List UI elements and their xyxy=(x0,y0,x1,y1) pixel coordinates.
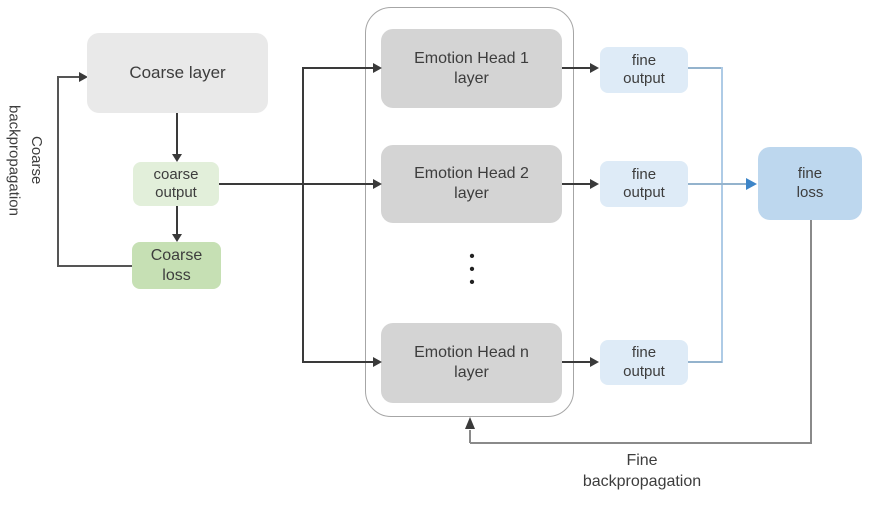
coarse-backprop-line-bottom xyxy=(57,265,133,267)
arrowhead-into-coarse-layer xyxy=(79,72,88,82)
line-coarse-output-to-loss xyxy=(176,206,178,234)
node-coarse-output: coarse output xyxy=(133,162,219,206)
node-fine-output-n: fine output xyxy=(600,340,688,385)
node-fine-loss: fine loss xyxy=(758,147,862,220)
arrowhead-into-coarse-loss xyxy=(172,234,182,242)
coarse-backpropagation-label: Coarse backpropagation xyxy=(5,104,46,216)
fine-backpropagation-label: Fine backpropagation xyxy=(582,452,702,491)
fine-backprop-line-up xyxy=(469,430,471,443)
merge-line-vertical xyxy=(721,67,723,363)
line-fine-output-n-merge xyxy=(688,361,722,363)
node-emotion-head-n: Emotion Head n layer xyxy=(381,323,562,403)
line-fine-output-2-to-loss xyxy=(688,183,746,185)
arrowhead-into-fine-output-1 xyxy=(590,63,599,73)
coarse-backprop-line-top xyxy=(57,76,79,78)
branch-line-to-head-1 xyxy=(302,67,373,69)
line-fine-output-1-merge xyxy=(688,67,722,69)
line-head-n-to-output xyxy=(562,361,590,363)
line-coarse-layer-to-output xyxy=(176,113,178,154)
arrowhead-into-head-n xyxy=(373,357,382,367)
arrowhead-into-head-2 xyxy=(373,179,382,189)
arrowhead-into-head-1 xyxy=(373,63,382,73)
arrowhead-into-coarse-output xyxy=(172,154,182,162)
arrowhead-into-fine-output-n xyxy=(590,357,599,367)
branch-line-to-head-n xyxy=(302,361,373,363)
line-head-2-to-output xyxy=(562,183,590,185)
ellipsis-dots: • • • xyxy=(469,248,475,291)
node-fine-output-1: fine output xyxy=(600,47,688,93)
fine-backprop-line-bottom xyxy=(470,442,812,444)
arrowhead-into-fine-loss xyxy=(746,178,757,190)
fine-backprop-line-right xyxy=(810,220,812,444)
line-head-1-to-output xyxy=(562,67,590,69)
coarse-backprop-line-vertical xyxy=(57,77,59,267)
node-fine-output-2: fine output xyxy=(600,161,688,207)
arrowhead-into-fine-output-2 xyxy=(590,179,599,189)
node-coarse-layer: Coarse layer xyxy=(87,33,268,113)
node-emotion-head-1: Emotion Head 1 layer xyxy=(381,29,562,108)
arrowhead-into-heads-container xyxy=(465,417,475,429)
node-coarse-loss: Coarse loss xyxy=(132,242,221,289)
node-emotion-head-2: Emotion Head 2 layer xyxy=(381,145,562,223)
branch-line-vertical xyxy=(302,67,304,363)
line-coarse-output-to-branch xyxy=(219,183,373,185)
